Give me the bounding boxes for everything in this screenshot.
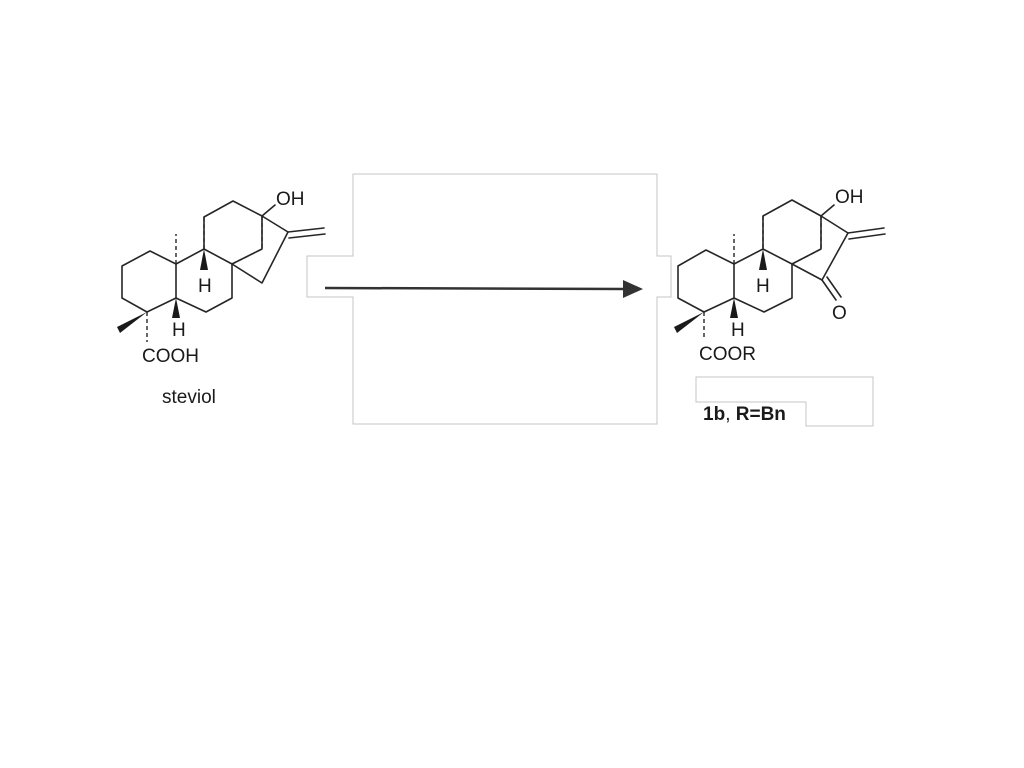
reactant-h-upper-label: H bbox=[198, 276, 212, 297]
product-compound-number: 1b bbox=[703, 404, 725, 425]
reaction-arrow bbox=[324, 280, 643, 298]
reactant-h-lower-label: H bbox=[172, 320, 186, 341]
reactant-acid-label: COOH bbox=[142, 346, 199, 367]
product-ester-label: COOR bbox=[699, 344, 756, 365]
product-substituent: R=Bn bbox=[736, 404, 786, 425]
product-h-lower-label: H bbox=[731, 320, 745, 341]
product-hydroxyl-label: OH bbox=[835, 187, 864, 208]
product-caption: 1b, R=Bn bbox=[703, 404, 786, 425]
reagent-box bbox=[306, 173, 672, 425]
product-structure bbox=[674, 199, 886, 340]
product-h-upper-label: H bbox=[756, 276, 770, 297]
product-caption-box bbox=[695, 376, 874, 427]
reactant-structure bbox=[117, 200, 326, 342]
product-ketone-label: O bbox=[832, 303, 847, 324]
reactant-name: steviol bbox=[162, 387, 216, 408]
reactant-hydroxyl-label: OH bbox=[276, 189, 305, 210]
product-caption-separator: , bbox=[725, 404, 736, 425]
